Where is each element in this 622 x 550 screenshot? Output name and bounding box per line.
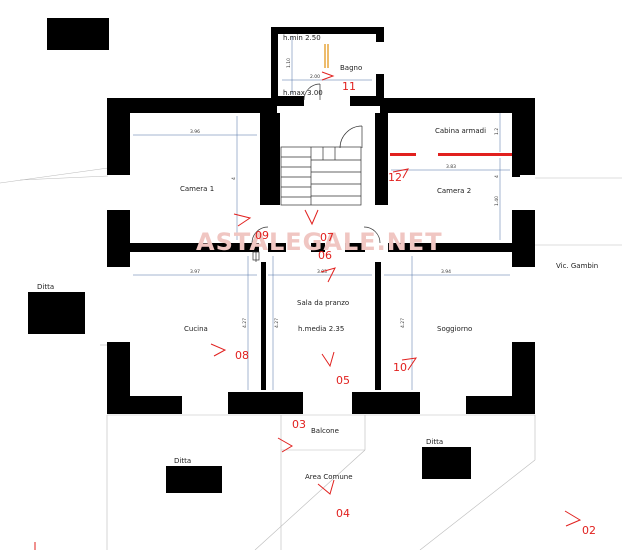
redacted-block-ditta-bottom — [166, 466, 222, 493]
photo-marker-08: 08 — [235, 349, 249, 362]
room-label-cabina: Cabina armadi — [435, 127, 486, 135]
room-label-camera1: Camera 1 — [180, 185, 214, 193]
dim-soggiorno-h: 4.27 — [400, 318, 406, 328]
door-swings — [251, 83, 381, 262]
room-label-soggiorno: Soggiorno — [437, 325, 472, 333]
dim-camera2-w: 3.83 — [446, 164, 456, 170]
redacted-block-top-left — [47, 18, 109, 50]
photo-marker-02: 02 — [582, 524, 596, 537]
neighbor-vic-gambin: Vic. Gambin — [556, 262, 598, 270]
dim-camera1-h: 4 — [231, 177, 237, 180]
dim-cucina-h: 4.27 — [242, 318, 248, 328]
dim-bagno-w: 2.00 — [310, 74, 320, 80]
room-label-cucina: Cucina — [184, 325, 208, 333]
room-label-sala: Sala da pranzo — [297, 299, 349, 307]
walls — [107, 27, 535, 414]
photo-marker-04: 04 — [336, 507, 350, 520]
room-label-camera2: Camera 2 — [437, 187, 471, 195]
dim-sala-h: 4.27 — [274, 318, 280, 328]
room-label-area: Area Comune — [305, 473, 353, 481]
bagno-hmax-label: h.max 3.00 — [283, 89, 323, 97]
photo-marker-11: 11 — [342, 80, 356, 93]
dim-cucina-w: 3.97 — [190, 269, 200, 275]
redacted-block-ditta-right — [422, 447, 471, 479]
neighbor-ditta-right: Ditta — [426, 438, 443, 446]
dimension-lines — [133, 36, 510, 390]
photo-marker-09: 09 — [255, 229, 269, 242]
dim-camera2-h: 4 — [494, 175, 500, 178]
dim-camera1-w: 3.96 — [190, 129, 200, 135]
dim-cabina-h: 1.2 — [494, 128, 500, 135]
bagno-hmin-label: h.min 2.50 — [283, 34, 321, 42]
photo-marker-03: 03 — [292, 418, 306, 431]
dim-soggiorno-w: 3.94 — [441, 269, 451, 275]
room-label-bagno: Bagno — [340, 64, 362, 72]
sala-height-label: h.media 2.35 — [298, 325, 344, 333]
photo-marker-05: 05 — [336, 374, 350, 387]
photo-marker-07: 07 — [320, 231, 334, 244]
photo-marker-12: 12 — [388, 171, 402, 184]
cabina-wardrobe-lines — [390, 153, 512, 156]
neighbor-ditta-bottom: Ditta — [174, 457, 191, 465]
neighbor-ditta-left: Ditta — [37, 283, 54, 291]
dim-bagno-h: 1.10 — [286, 58, 292, 68]
redacted-block-ditta-left — [28, 292, 85, 334]
context-lines — [0, 167, 622, 550]
photo-marker-10: 10 — [393, 361, 407, 374]
bathroom-pipes — [324, 44, 329, 68]
watermark: ASTALEGALE.NET — [196, 228, 443, 256]
staircase — [280, 146, 362, 206]
photo-marker-06: 06 — [318, 249, 332, 262]
room-label-balcone: Balcone — [311, 427, 339, 435]
dim-camera2-h2: 1.40 — [494, 196, 500, 206]
photo-marker-arrows — [210, 71, 582, 527]
